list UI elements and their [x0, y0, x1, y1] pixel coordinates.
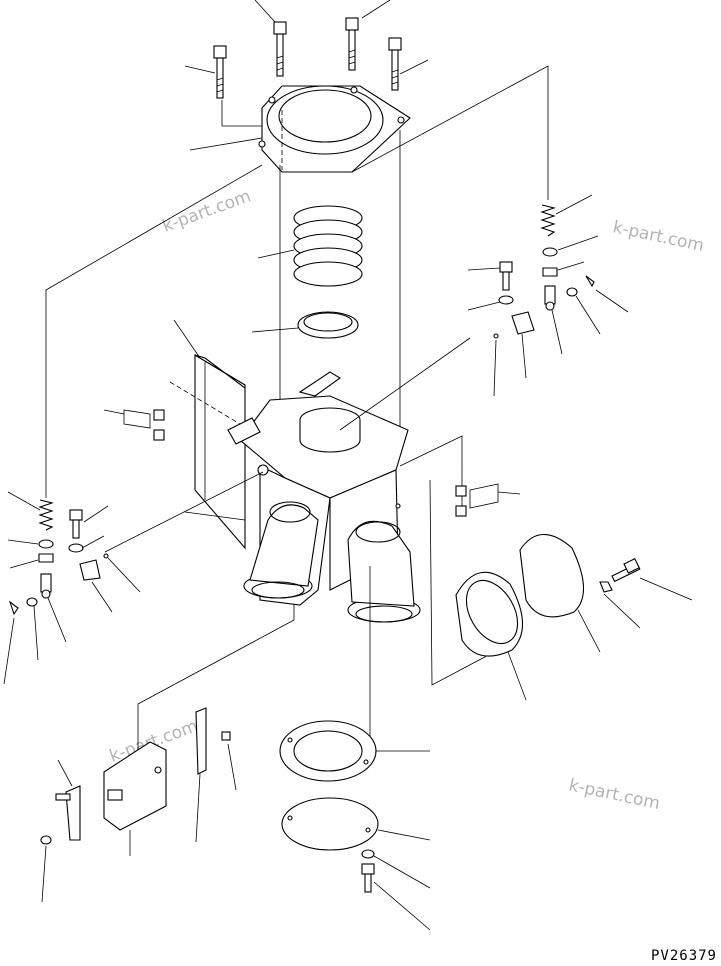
bolt-icon: [213, 45, 227, 99]
clamp-ring: [251, 311, 359, 339]
right-nuts: [395, 483, 521, 517]
bolt-icon: [499, 261, 513, 291]
bolt-icon: [388, 37, 402, 91]
bolt-icon: [273, 21, 287, 77]
gasket-large: [455, 571, 527, 701]
drawing-code: PV26379: [650, 948, 717, 964]
spring-icon: [38, 499, 54, 531]
bolt-icon: [345, 17, 359, 71]
cover-plate-bottom: [281, 797, 431, 851]
spring-icon: [540, 204, 556, 237]
gasket-bottom: [279, 720, 430, 782]
watermark: k-part.com: [160, 186, 254, 236]
watermark: k-part.com: [611, 217, 706, 256]
cover-plate-large: [519, 534, 601, 653]
watermark: k-part.com: [567, 775, 662, 814]
right-hardware: [351, 65, 629, 397]
bolt-icon: [69, 509, 83, 539]
bottom-left-brackets: [40, 604, 295, 903]
top-flange-plate: [189, 85, 411, 173]
left-nuts: [103, 409, 165, 441]
elbow-right: [347, 479, 499, 750]
top-bolts: [184, 0, 429, 99]
left-hardware: [3, 491, 141, 685]
elbow-left: [243, 501, 319, 599]
bellows: [257, 205, 363, 287]
tube-guide-lines: [279, 110, 401, 430]
bottom-bolt: [361, 849, 431, 931]
cover-bolt: [599, 558, 693, 629]
leader-line: [45, 164, 263, 498]
